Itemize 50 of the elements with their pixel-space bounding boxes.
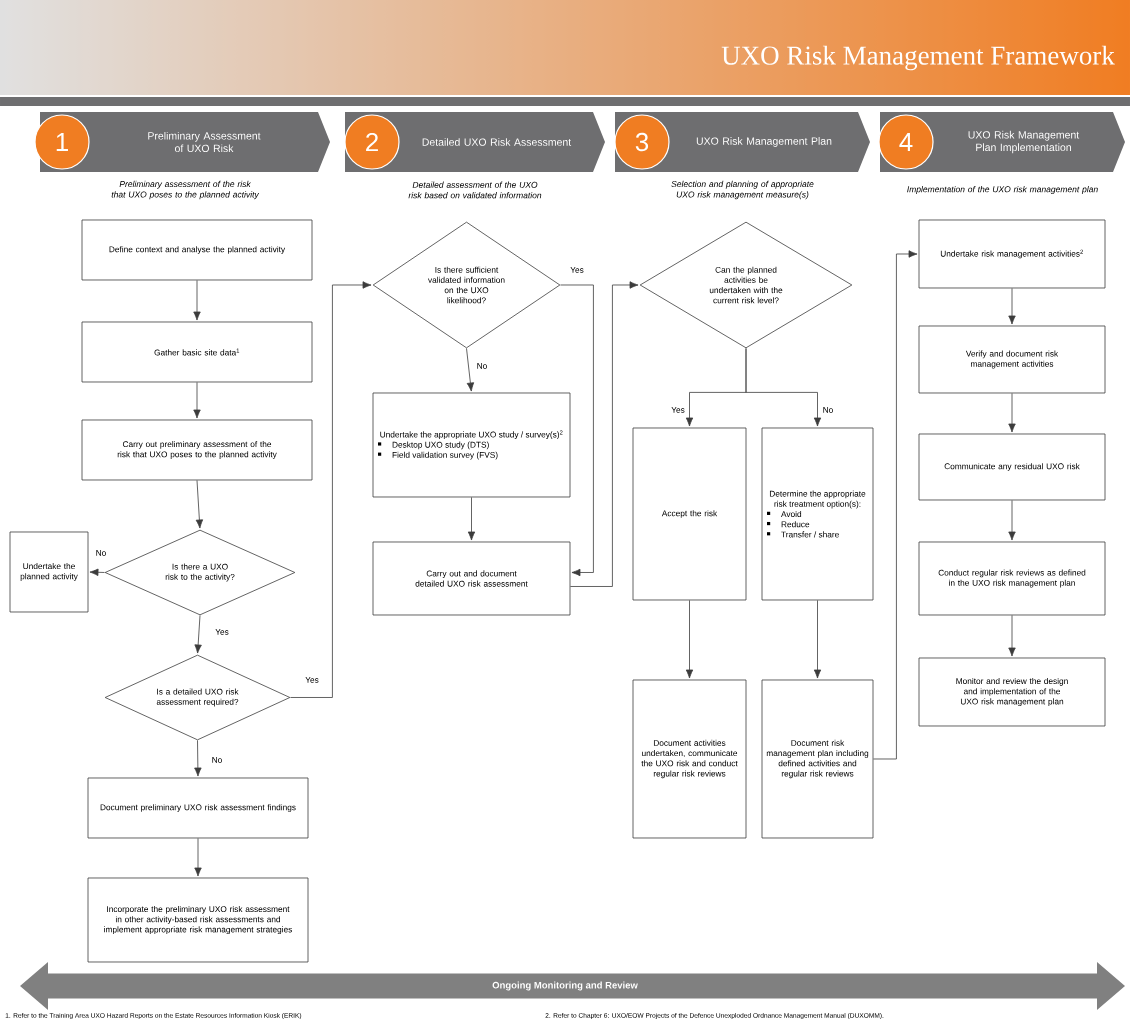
- arrow: [194, 740, 202, 777]
- edge-label: Yes: [213, 627, 231, 637]
- arrow: [745, 348, 822, 427]
- title: UXO Risk Management Framework: [721, 45, 1115, 71]
- arrow: [195, 480, 204, 529]
- edge-label: No: [475, 361, 489, 371]
- arrow: [1008, 288, 1016, 325]
- arrow: [193, 382, 201, 419]
- process-box: Monitor and review the design and implementation of the UXO risk management plan: [918, 657, 1106, 727]
- process-box: Gather basic site data$^{1}$: [81, 321, 313, 383]
- subtitle: Preliminary assessment of the risk that UXO poses to the planned activity: [111, 180, 260, 200]
- process-box: Document risk management plan including defined activities and regular risk reviews: [761, 679, 874, 839]
- arrow: [560, 284, 594, 577]
- process-box: Conduct regular risk reviews as defined in the UXO risk management plan: [918, 541, 1106, 616]
- arrow: [194, 838, 202, 877]
- process-box: Accept the risk: [632, 427, 747, 601]
- arrow: [813, 600, 822, 679]
- arrow: [466, 348, 475, 392]
- subtitle: Selection and planning of appropriate UXO risk management measure(s): [671, 180, 814, 200]
- process-box: Communicate any residual UXO risk: [918, 433, 1106, 501]
- arrow: [685, 600, 694, 679]
- arrow: [193, 280, 201, 321]
- arrow: [1008, 500, 1016, 541]
- process-box: Verify and document risk management activities: [918, 325, 1106, 394]
- subtitle: Implementation of the UXO risk management plan: [907, 186, 1098, 194]
- process-box: Document preliminary UXO risk assessment findings: [87, 777, 309, 839]
- edge-label: Yes: [303, 675, 321, 685]
- process-box: Undertake the appropriate UXO study / survey(s)$^{2}$ Desktop UXO study (DTS) Field validation survey (FVS): [372, 392, 571, 498]
- arrow: [467, 497, 476, 541]
- process-box: Carry out and document detailed UXO risk assessment: [372, 541, 571, 616]
- arrow: [1008, 393, 1016, 433]
- arrow: [194, 615, 202, 654]
- process-box: Define context and analyse the planned activity: [81, 219, 313, 281]
- edge-label: Yes: [568, 265, 586, 275]
- edge-label: No: [210, 755, 224, 765]
- edge-label: No: [821, 405, 835, 415]
- arrow: [89, 568, 105, 576]
- process-box: Determine the appropriate risk treatment option(s): Avoid Reduce Transfer / share: [761, 427, 874, 601]
- process-box: Document activities undertaken, communicate the UXO risk and conduct regular risk reviews: [632, 679, 747, 839]
- process-box: Undertake the planned activity: [9, 531, 89, 613]
- arrow: [290, 281, 372, 698]
- process-box: Carry out preliminary assessment of the risk that UXO poses to the planned activity: [81, 419, 313, 481]
- arrow: [873, 250, 918, 760]
- edge-label: Yes: [669, 405, 687, 415]
- process-box: Incorporate the preliminary UXO risk assessment in other activity-based risk assessments and implement appropriate risk management strategies: [87, 877, 309, 963]
- process-box: Undertake risk management activities$^{2}$: [918, 219, 1106, 289]
- subtitle: Detailed assessment of the UXO risk based on validated information: [408, 181, 542, 199]
- arrow: [570, 281, 639, 587]
- arrow: [1008, 615, 1016, 657]
- double-arrow-band: Ongoing Monitoring and Review: [20, 962, 1125, 1010]
